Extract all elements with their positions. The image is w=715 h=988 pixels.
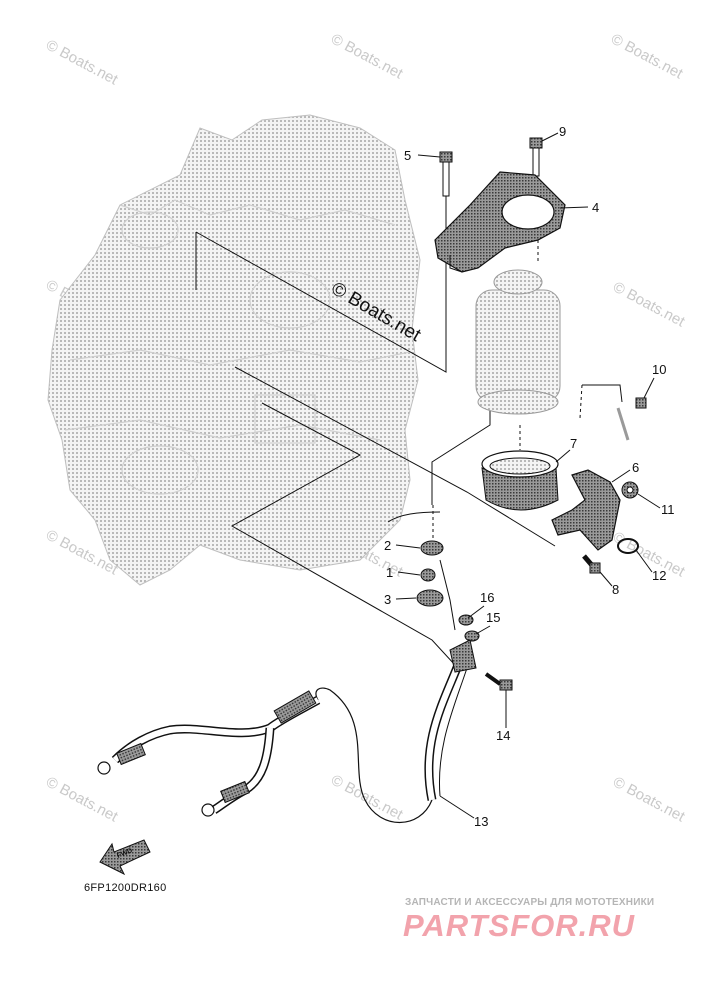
callout-3: 3	[384, 592, 391, 607]
callout-14: 14	[496, 728, 510, 743]
starter-band-7	[481, 450, 559, 511]
grommet-3	[416, 589, 444, 607]
callout-11: 11	[661, 502, 675, 517]
watermark: © Boats.net	[328, 31, 406, 83]
watermark: © Boats.net	[610, 774, 688, 826]
battery-cable-13	[97, 639, 477, 823]
bolt-14	[484, 672, 513, 691]
shop-tagline: ЗАПЧАСТИ И АКСЕССУАРЫ ДЛЯ МОТОТЕХНИКИ	[405, 897, 655, 908]
callout-16: 16	[480, 590, 494, 605]
watermark: © Boats.net	[43, 774, 121, 826]
watermark: © Boats.net	[43, 37, 121, 89]
screw-10	[616, 397, 647, 441]
ground-lead	[387, 511, 456, 631]
callout-4: 4	[592, 200, 599, 215]
clip-12	[617, 538, 639, 554]
starter-motor	[475, 269, 561, 415]
watermark: © Boats.net	[610, 529, 688, 581]
washer-15	[464, 630, 480, 642]
nut-16	[458, 614, 474, 626]
callout-2: 2	[384, 538, 391, 553]
grommet-2	[420, 540, 444, 556]
bracket-6	[551, 469, 639, 551]
watermark: © Boats.net	[328, 772, 406, 824]
callout-labels: 1 2 3 4 5 6 7 8 9 10 11 12 13 14 15 16	[384, 124, 675, 829]
bolt-9	[529, 137, 543, 177]
callout-9: 9	[559, 124, 566, 139]
grommet-1	[420, 568, 436, 582]
callout-15: 15	[486, 610, 500, 625]
bolt-5	[439, 151, 453, 197]
callout-12: 12	[652, 568, 666, 583]
callout-6: 6	[632, 460, 639, 475]
starter-bracket-4	[434, 171, 566, 273]
callout-5: 5	[404, 148, 411, 163]
fwd-arrow-icon: FWD	[99, 839, 151, 876]
watermark: © Boats.net	[608, 31, 686, 83]
callout-10: 10	[652, 362, 666, 377]
callout-1: 1	[386, 565, 393, 580]
engine-block	[47, 114, 421, 586]
shop-logo[interactable]: PARTSFOR.RU	[403, 908, 636, 943]
diagram-code: 6FP1200DR160	[84, 882, 167, 894]
callout-8: 8	[612, 582, 619, 597]
callout-7: 7	[570, 436, 577, 451]
callout-13: 13	[474, 814, 488, 829]
watermark: © Boats.net	[610, 279, 688, 331]
bolt-8	[582, 554, 601, 574]
